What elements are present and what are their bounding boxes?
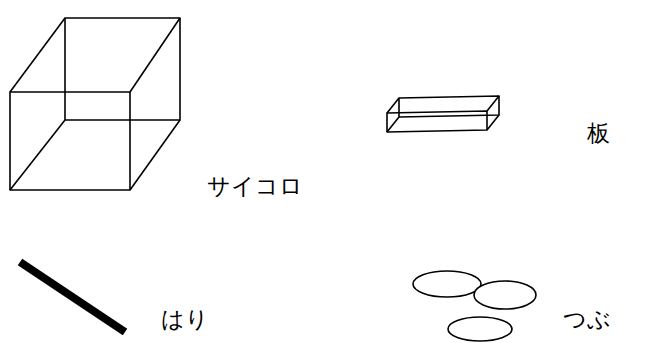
part-label: 板 [587, 120, 610, 148]
plate-wireframe [387, 96, 499, 132]
part-label: つぶ [563, 306, 611, 334]
part-label: はり [161, 306, 209, 334]
beam-bar [20, 262, 125, 332]
cube-wireframe [10, 18, 180, 190]
part-label: サイコロ [207, 173, 303, 201]
grain-ellipses [413, 271, 536, 341]
